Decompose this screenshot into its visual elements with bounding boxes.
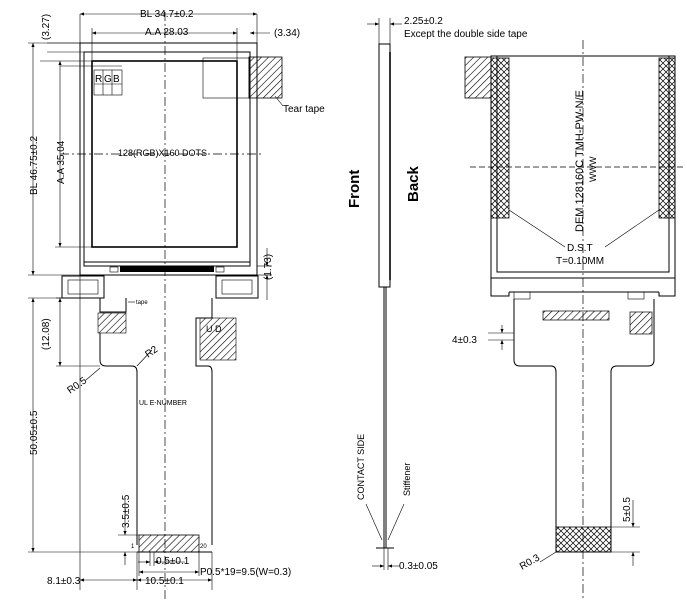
tape-hatch <box>97 312 127 334</box>
connector-strip <box>120 266 214 272</box>
side-body <box>378 43 391 288</box>
back-label: Back <box>405 165 422 202</box>
pixel-g-label: G <box>104 74 112 85</box>
back-stiffener <box>555 526 612 553</box>
side-thickness: 2.25±0.2 <box>404 16 443 27</box>
aa-height: A.A 35.04 <box>56 140 67 184</box>
aa-width: A.A 28.03 <box>145 27 189 38</box>
dst-label: D.S.T <box>567 243 593 254</box>
stiffener-label: Stiffener <box>402 463 412 496</box>
pin-first: 1 <box>131 544 135 550</box>
front-dimensions: BL 34.7±0.2 A.A 28.03 (3.34) (3.27) BL 4… <box>28 9 300 590</box>
stiffener-length: 3.5±0.5 <box>121 494 132 528</box>
corner-r03: R0.3 <box>518 552 542 572</box>
contact-side-label: CONTACT SIDE <box>356 434 366 500</box>
tape-thickness: T=0.10MM <box>556 256 604 267</box>
fpc-outline <box>99 298 213 545</box>
fpc-length: 50.05±0.5 <box>29 410 40 455</box>
side-view: 2.25±0.2 Except the double side tape Fro… <box>346 16 528 572</box>
fpc-width: 10.5±0.1 <box>145 576 184 587</box>
tape-label: tape <box>136 300 148 306</box>
back-tape-left <box>490 57 510 219</box>
contact-pins <box>138 534 200 553</box>
back-stiffener-length: 5±0.5 <box>622 497 633 522</box>
pin-width: 0.5±0.1 <box>156 556 190 567</box>
fpc-thickness: 0.3±0.05 <box>399 561 438 572</box>
date-code: WWW <box>588 156 598 182</box>
back-pad <box>629 311 653 335</box>
model-label: DEM 128160C TMH-PW-N/E <box>574 90 586 232</box>
pin-last: 20 <box>200 544 207 550</box>
corner-r2: R2 <box>143 344 160 361</box>
bl-height: BL 46.75±0.2 <box>29 136 40 195</box>
pixel-b-label: B <box>113 74 120 85</box>
bl-width: BL 34.7±0.2 <box>140 9 194 20</box>
back-tear-tape <box>464 56 492 99</box>
fpc-gap: (12.08) <box>41 318 52 350</box>
pixel-r-label: R <box>95 74 102 85</box>
front-view: R G B Tear tape 128(RGB)X160 DOTS tape U… <box>60 12 325 600</box>
back-strip <box>542 310 610 321</box>
back-tape-right <box>658 57 676 219</box>
left-edge: 8.1±0.3 <box>47 576 81 587</box>
ud-label: U D <box>206 324 222 334</box>
bottom-offset: (1.73) <box>263 254 274 280</box>
front-outline <box>79 42 258 276</box>
tear-tape-label: Tear tape <box>283 104 325 115</box>
corner-r05: R0.5 <box>65 375 89 396</box>
ud-hatch <box>199 317 237 361</box>
back-view: DEM 128160C TMH-PW-N/E WWW D.S.T T=0.10M… <box>452 40 685 600</box>
back-fpc-offset: 4±0.3 <box>452 335 477 346</box>
rgb-pixel: R G B <box>60 65 123 96</box>
right-offset: (3.34) <box>274 28 300 39</box>
resolution-label: 128(RGB)X160 DOTS <box>118 148 207 158</box>
tape-note: Except the double side tape <box>404 29 528 40</box>
top-offset: (3.27) <box>41 14 52 40</box>
ul-mark: UL E-NUMBER <box>139 400 187 407</box>
tear-tape-block <box>248 56 283 99</box>
front-label: Front <box>346 170 363 208</box>
pitch-label: P0.5*19=9.5(W=0.3) <box>200 567 291 578</box>
